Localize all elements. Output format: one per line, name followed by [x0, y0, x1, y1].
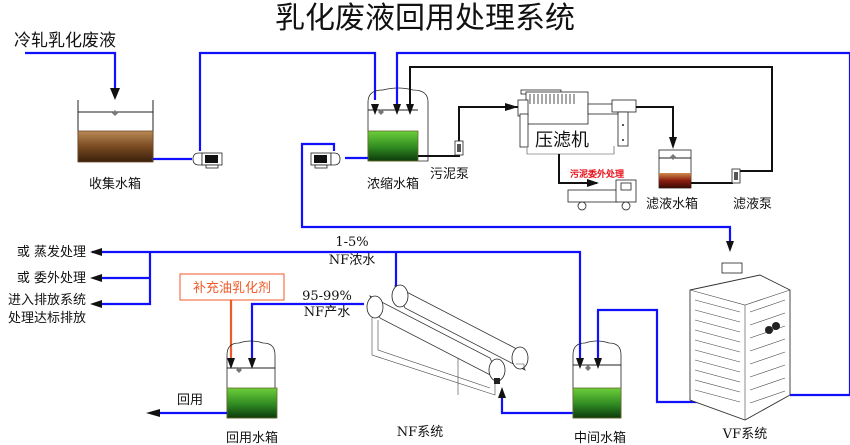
reuse-label: 回用 [177, 393, 203, 408]
sludge-pump-label: 污泥泵 [430, 167, 469, 182]
nf-concentrate-pct: 1-5% [335, 235, 368, 250]
disposal-option: 进入排放系统 [8, 293, 86, 308]
arrow-icon [587, 179, 599, 187]
pipe-sludge-out [558, 154, 597, 184]
pipe-sludge [418, 106, 518, 157]
arrow-icon [576, 358, 584, 369]
arrow-icon [227, 358, 235, 369]
nf-permeate-pct: 95-99% [302, 289, 352, 304]
arrow-icon [726, 241, 734, 252]
arrow-icon [90, 300, 102, 308]
intermediate-tank-label: 中间水箱 [574, 430, 626, 445]
feed-pipe [25, 51, 117, 92]
arrow-icon [90, 248, 102, 256]
arrow-icon [498, 387, 506, 398]
filtrate-pump-label: 滤液泵 [733, 197, 772, 212]
pipe-filtrate-return [409, 66, 773, 172]
vf-system-label: VF系统 [722, 427, 767, 442]
pipe [198, 51, 377, 151]
nf-permeate-label: NF产水 [304, 305, 350, 320]
filter-press-icon [517, 89, 637, 155]
filtrate-pump-icon [731, 168, 741, 184]
arrow-icon [90, 274, 102, 282]
truck-icon [567, 179, 637, 211]
concentrate-tank [367, 87, 429, 162]
arrow-icon [406, 104, 414, 115]
nf-concentrate-label: NF浓水 [329, 253, 375, 268]
diagram-title: 乳化废液回用处理系统 [275, 1, 575, 36]
pipe-nf-concentrate [92, 250, 582, 363]
level-mark-icon [112, 110, 118, 116]
arrow-icon [669, 137, 677, 149]
pipe-to-vf [300, 142, 732, 243]
arrow-icon [594, 358, 602, 369]
disposal-option: 或 委外处理 [17, 271, 86, 286]
pipe-vf-return [395, 51, 850, 108]
filter-press-label: 压滤机 [535, 130, 589, 151]
filtrate-tank-label: 滤液水箱 [646, 196, 698, 212]
feed-arrow-icon [110, 88, 120, 100]
collection-tank-label: 收集水箱 [89, 176, 141, 192]
arrow-icon [248, 358, 256, 369]
disposal-option: 或 蒸发处理 [17, 244, 86, 260]
pipe [100, 252, 152, 306]
collection-tank [77, 100, 154, 163]
arrow-icon [371, 104, 379, 115]
nf-system-icon [366, 284, 529, 396]
arrow-icon [393, 104, 401, 115]
arrow-icon [146, 409, 160, 417]
pipe-press-out [636, 106, 674, 140]
pipe-nf-permeate [250, 302, 364, 362]
sludge-outsource-label: 污泥委外处理 [570, 168, 624, 180]
nf-system-label: NF系统 [397, 425, 443, 440]
pipe-vf-permeate [596, 308, 722, 404]
arrow-icon [505, 103, 518, 111]
additive-label: 补充油乳化剂 [193, 280, 271, 296]
feed-label: 冷轧乳化废液 [14, 31, 116, 51]
additive-box [179, 273, 285, 301]
reuse-tank [226, 340, 278, 419]
vf-system-icon [689, 262, 791, 421]
disposal-option: 处理达标排放 [8, 311, 86, 326]
feed-pump-icon [192, 152, 223, 169]
concentrate-tank-label: 浓缩水箱 [367, 176, 419, 192]
reuse-tank-label: 回用水箱 [226, 430, 278, 445]
pipe-vf-out [790, 53, 850, 397]
concentrate-pump-icon [310, 152, 341, 169]
pipe-nf-feed [500, 395, 573, 415]
filtrate-tank [658, 149, 692, 189]
sludge-pump-icon [454, 140, 464, 156]
